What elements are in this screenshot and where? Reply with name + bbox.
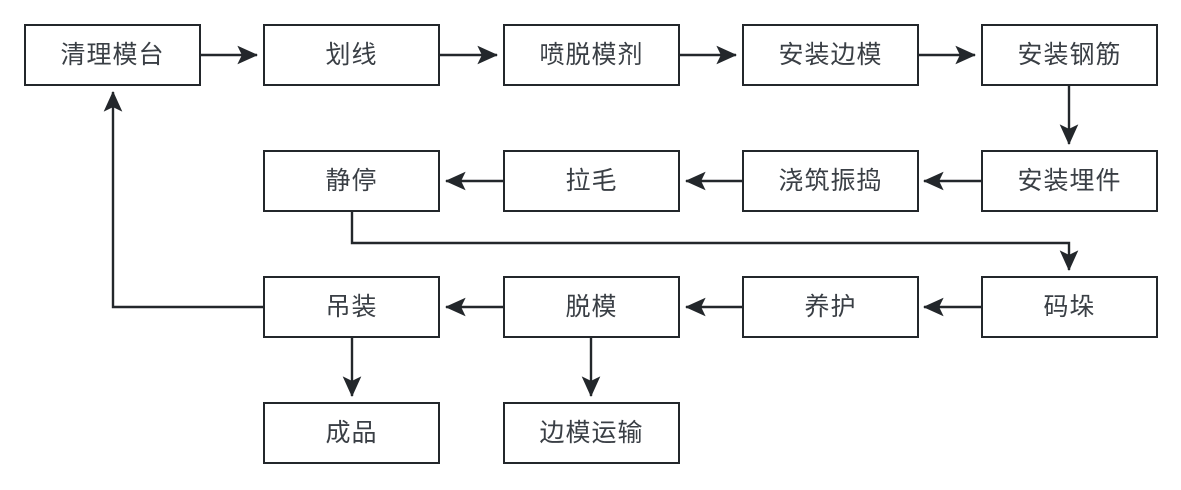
flowchart-node-label: 清理模台 (60, 40, 165, 69)
flowchart-node-label: 静停 (325, 166, 378, 195)
flowchart-edge-e13 (103, 91, 263, 309)
flowchart-node-label: 划线 (325, 40, 378, 69)
flowchart-node-n7[interactable]: 浇筑振捣 (742, 150, 919, 212)
flowchart-node-n3[interactable]: 喷脱模剂 (503, 24, 680, 86)
flowchart-node-label: 养护 (804, 292, 857, 321)
flowchart-node-label: 安装埋件 (1017, 166, 1122, 195)
flowchart-node-label: 安装钢筋 (1017, 40, 1122, 69)
flowchart-node-n4[interactable]: 安装边模 (742, 24, 919, 86)
flowchart-node-n6[interactable]: 安装埋件 (981, 150, 1158, 212)
flowchart-node-n10[interactable]: 码垛 (981, 276, 1158, 338)
flowchart-node-n15[interactable]: 边模运输 (503, 402, 680, 464)
flowchart-node-label: 边模运输 (539, 418, 644, 447)
flowchart-node-label: 拉毛 (565, 166, 618, 195)
flowchart-node-n9[interactable]: 静停 (263, 150, 440, 212)
flowchart-node-label: 成品 (325, 418, 378, 447)
flowchart-node-label: 喷脱模剂 (539, 40, 644, 69)
flowchart-node-n11[interactable]: 养护 (742, 276, 919, 338)
flowchart-node-n5[interactable]: 安装钢筋 (981, 24, 1158, 86)
flowchart-node-label: 吊装 (325, 292, 378, 321)
flowchart-node-label: 安装边模 (778, 40, 883, 69)
flowchart-node-n1[interactable]: 清理模台 (24, 24, 201, 86)
flowchart-node-label: 码垛 (1043, 292, 1096, 321)
flowchart-node-n2[interactable]: 划线 (263, 24, 440, 86)
flowchart-node-n8[interactable]: 拉毛 (503, 150, 680, 212)
flowchart-node-label: 脱模 (565, 292, 618, 321)
flowchart-node-label: 浇筑振捣 (778, 166, 883, 195)
flowchart-node-n14[interactable]: 成品 (263, 402, 440, 464)
flowchart-node-n13[interactable]: 吊装 (263, 276, 440, 338)
flowchart-node-n12[interactable]: 脱模 (503, 276, 680, 338)
flowchart-edge-e9 (350, 212, 1079, 271)
